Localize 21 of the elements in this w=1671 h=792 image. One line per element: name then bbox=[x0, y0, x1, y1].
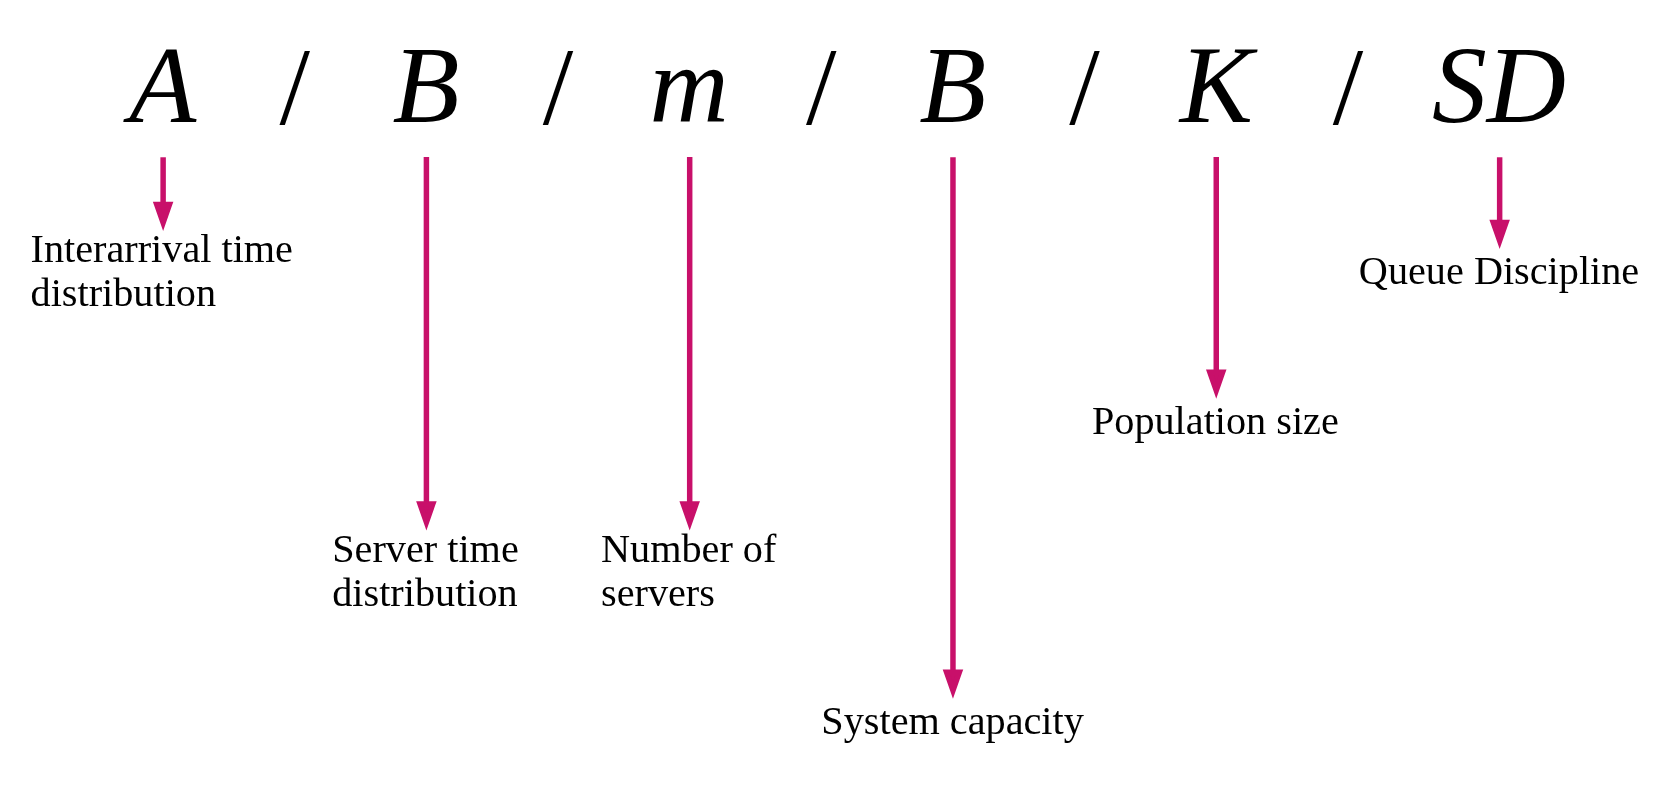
arrow bbox=[416, 156, 437, 531]
arrow bbox=[1489, 156, 1510, 249]
arrow bbox=[152, 156, 174, 231]
node-text: System capacity bbox=[821, 697, 1084, 743]
label: / bbox=[542, 25, 574, 148]
label: / bbox=[1069, 25, 1100, 148]
node-text: Population size bbox=[1091, 397, 1339, 443]
node-text: Interarrival time distribution bbox=[30, 225, 293, 315]
label: / bbox=[806, 25, 837, 148]
node-text: Queue Discipline bbox=[1358, 247, 1640, 293]
node-text: SD bbox=[1432, 23, 1567, 146]
node-text: B bbox=[919, 23, 987, 146]
arrow bbox=[1206, 156, 1227, 399]
label: / bbox=[1332, 25, 1364, 148]
node-text: Number of servers bbox=[601, 525, 777, 615]
node-text: Server time distribution bbox=[332, 525, 519, 615]
arrow bbox=[942, 156, 964, 699]
node-text: m bbox=[649, 23, 729, 146]
node-text: B bbox=[392, 23, 460, 146]
arrow bbox=[679, 156, 700, 531]
label: / bbox=[279, 25, 311, 148]
